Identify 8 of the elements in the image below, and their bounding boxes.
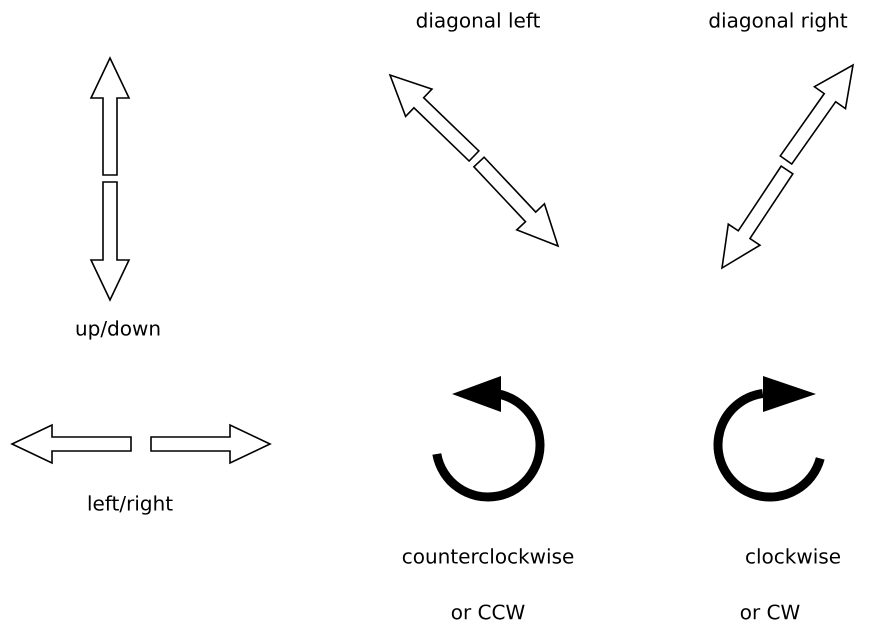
direction-label: up/down [76,320,160,340]
direction-label: clockwise [746,548,840,564]
direction-label: or CW [740,604,800,620]
direction-label: diagonal right [709,12,848,32]
direction-label: or CCW [452,604,525,620]
direction-label: diagonal left [416,12,540,32]
direction-label: left/right [88,495,173,515]
direction-label: counterclockwise [402,548,574,564]
